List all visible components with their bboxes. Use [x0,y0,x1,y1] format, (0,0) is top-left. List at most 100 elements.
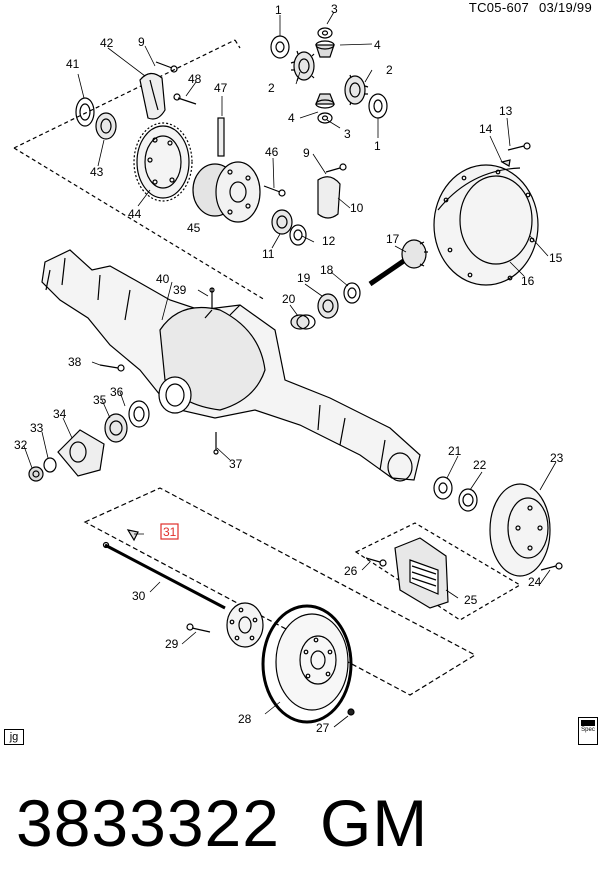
callout-44: 44 [128,207,142,221]
part-number-line: 3833322 GM [16,778,428,868]
callout-36: 36 [110,385,124,399]
side-gear-thrust-washer-right [368,93,388,119]
highlight-box-31 [160,523,179,540]
callout-48: 48 [188,72,202,86]
bearing-cap-right [317,176,341,219]
callout-15: 15 [549,251,563,265]
diagram-code: TC05-607 [468,0,530,15]
callout-1-right: 1 [374,139,381,153]
clip-14 [500,159,511,167]
wheel-stud-29 [186,623,211,633]
callout-labels: 1 3 4 2 2 4 3 1 9 42 41 48 47 43 44 46 9… [14,2,564,735]
callout-10: 10 [350,201,364,215]
lock-bolt-48 [173,93,197,105]
callout-35: 35 [93,393,107,407]
part-number: 3833322 [16,786,280,860]
callout-17: 17 [386,232,400,246]
axle-shaft [102,541,264,648]
callout-37: 37 [229,457,243,471]
callout-28: 28 [238,712,252,726]
caliper-group-frame [354,522,522,621]
bolt-24 [540,562,563,571]
caliper-bolt-26 [365,557,387,567]
callout-20: 20 [282,292,296,306]
bolt-9-right [325,163,347,173]
brake-rotor [261,604,353,724]
bolt-9-left [155,61,178,73]
seal-36 [128,400,150,428]
callout-31: 31 [163,525,177,539]
lock-31 [126,529,139,542]
callout-45: 45 [187,221,201,235]
callout-29: 29 [165,637,179,651]
bearing-35 [104,413,128,443]
pinion-shaft-47 [217,117,225,157]
nut-32 [28,466,44,482]
side-gear-right [344,74,369,106]
callout-33: 33 [30,421,44,435]
washer-33 [43,457,57,473]
plug-37 [213,432,219,455]
callout-30: 30 [132,589,146,603]
axle-housing [41,249,421,482]
seal-41 [75,97,95,127]
callout-39: 39 [173,283,187,297]
bolt-38 [99,364,125,372]
diff-group-frame [13,39,266,301]
callout-4-lower: 4 [288,111,295,125]
callout-43: 43 [90,165,104,179]
callout-14: 14 [479,122,493,136]
backing-plate-23 [489,483,551,577]
callout-4-top: 4 [374,38,381,52]
callout-19: 19 [297,271,311,285]
callout-27: 27 [316,721,330,735]
callout-26: 26 [344,564,358,578]
side-gear-left [290,50,315,82]
bolt-46 [263,185,286,197]
spec-icon-label: Spec [581,727,595,733]
callout-12: 12 [322,234,336,248]
service-spec-book-icon: Spec [578,717,598,745]
cover-bolt-13 [507,142,531,151]
rivet-27 [347,708,355,716]
callout-34: 34 [53,407,67,421]
pinion-gear-lower [315,93,335,124]
callout-46: 46 [265,145,279,159]
callout-2-right: 2 [386,63,393,77]
ring-gear [133,122,193,202]
bearing-19 [317,293,339,319]
callout-47: 47 [214,81,228,95]
bearing-43 [95,112,117,140]
pinion-gear-upper [315,27,335,58]
bearing-18 [343,282,361,304]
brand-name: GM [319,786,429,860]
leader-lines [23,11,557,728]
pinion-yoke-34 [57,429,105,477]
callout-13: 13 [499,104,513,118]
bearing-11 [271,209,293,235]
callout-42: 42 [100,36,114,50]
callout-1-top: 1 [275,3,282,17]
callout-3-lower: 3 [344,127,351,141]
callout-3-top: 3 [331,2,338,16]
callout-24: 24 [528,575,542,589]
callout-9-left: 9 [138,35,145,49]
callout-41: 41 [66,57,80,71]
seal-22 [458,488,478,512]
differential-cover [433,164,539,286]
callout-25: 25 [464,593,478,607]
diagram-date: 03/19/99 [538,0,592,15]
differential-case [192,161,261,223]
callout-32: 32 [14,438,28,452]
bearing-cap-left [139,72,166,120]
callout-38: 38 [68,355,82,369]
illustrator-tag: jg [4,729,24,745]
drive-pinion [368,239,428,287]
callout-16: 16 [521,274,535,288]
bearing-21 [433,476,453,500]
callout-9-right: 9 [303,146,310,160]
callout-21: 21 [448,444,462,458]
callout-18: 18 [320,263,334,277]
callout-23: 23 [550,451,564,465]
